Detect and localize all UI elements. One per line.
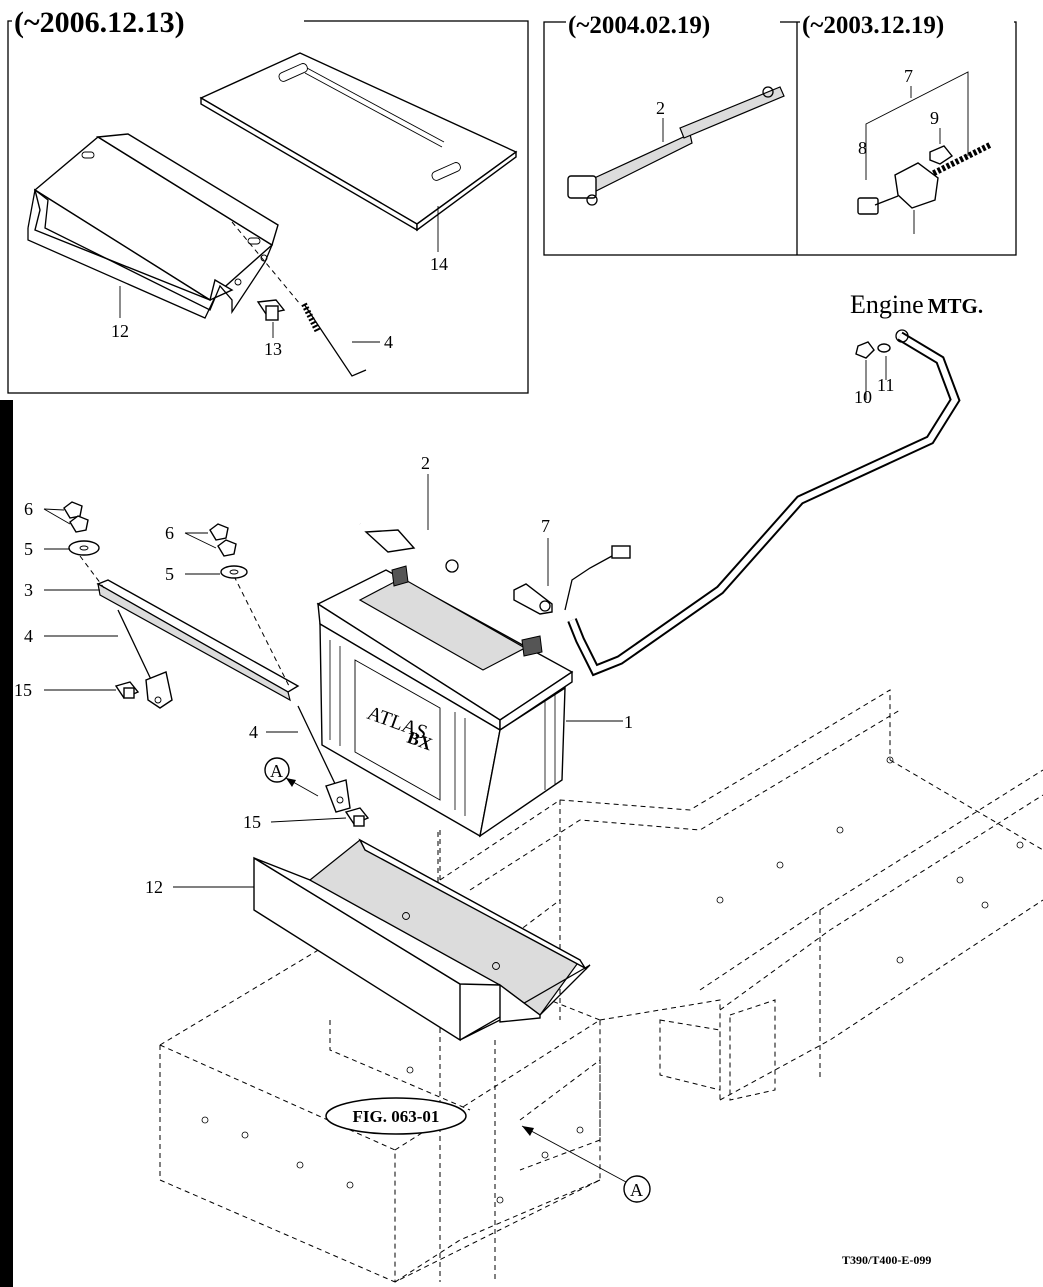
ground-cable: [567, 329, 961, 677]
leader-lines: [43, 356, 887, 888]
label-4-right: 4: [249, 722, 258, 742]
hook-rod-4-left: [117, 609, 173, 709]
hook-rod-4-right: [297, 705, 351, 813]
washer-5-right: [220, 565, 248, 579]
label-6-right: 6: [165, 523, 174, 543]
label-4-inset: 4: [384, 332, 393, 352]
label-5-right: 5: [165, 564, 174, 584]
section-marker-a-bottom: A: [521, 1125, 651, 1203]
marker-a-top-text: A: [270, 761, 283, 781]
inset-left: (~2006.12.13): [7, 6, 529, 394]
label-2: 2: [421, 453, 430, 473]
battery-tray-old: [27, 133, 279, 319]
bolt-15-left: [114, 681, 140, 699]
battery-cable-2: [358, 523, 459, 573]
inset-right-title: (~2003.12.19): [802, 12, 944, 39]
label-5-left: 5: [24, 539, 33, 559]
marker-a-bottom-text: A: [630, 1180, 643, 1200]
tractor-frame-dashed: [159, 689, 1043, 1283]
label-12: 12: [145, 877, 163, 897]
hook-rod-4-old: [301, 302, 367, 377]
engine-word: Engine: [850, 290, 924, 319]
label-14: 14: [430, 254, 448, 274]
mtg-word: MTG.: [928, 294, 983, 318]
section-marker-a-top: A: [264, 757, 319, 797]
washer-5-left: [68, 540, 100, 556]
label-1: 1: [624, 712, 633, 732]
bolt-15-right: [344, 807, 370, 827]
label-12-inset: 12: [111, 321, 129, 341]
label-10: 10: [854, 387, 872, 407]
nuts-6-left: [63, 501, 89, 533]
fig-reference-text[interactable]: FIG. 063-01: [353, 1107, 440, 1126]
fig-reference[interactable]: FIG. 063-01: [325, 1097, 467, 1135]
label-2-inset: 2: [656, 98, 665, 118]
battery-terminal-7-inset: [857, 142, 992, 215]
bolt-13: [256, 299, 286, 321]
label-11: 11: [877, 375, 894, 395]
label-8: 8: [858, 138, 867, 158]
label-9: 9: [930, 108, 939, 128]
inset-right: (~2004.02.19) (~2003.12.19) 2 7 8 9: [543, 8, 1017, 256]
hold-down-bar-3: [96, 579, 300, 702]
inset-left-title: (~2006.12.13): [14, 6, 185, 39]
label-7: 7: [541, 516, 550, 536]
battery-tray-12: [253, 838, 591, 1042]
label-13: 13: [264, 339, 282, 359]
nuts-6-right: [209, 523, 237, 557]
drawing-code: T390/T400-E-099: [842, 1253, 931, 1267]
label-3: 3: [24, 580, 33, 600]
battery-1: ATLAS BX: [316, 565, 574, 838]
inset-mid-title: (~2004.02.19): [568, 12, 710, 39]
battery-cable-2-inset: [567, 86, 785, 206]
battery-cover-plate: [199, 52, 518, 232]
label-6-left: 6: [24, 499, 33, 519]
label-7-inset: 7: [904, 66, 913, 86]
battery-terminal-7: [513, 545, 631, 615]
label-15-right: 15: [243, 812, 261, 832]
label-4-left: 4: [24, 626, 33, 646]
label-15-left: 15: [14, 680, 32, 700]
